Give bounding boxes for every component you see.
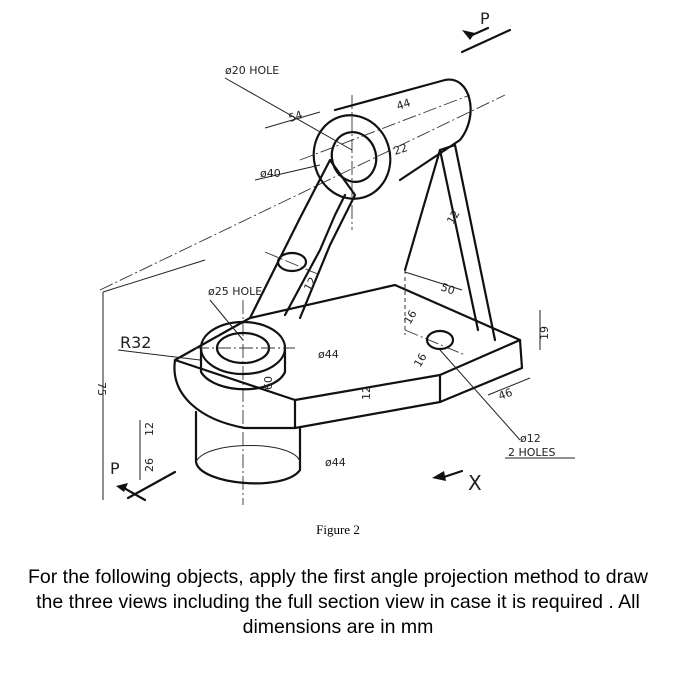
base-plate-front (293, 373, 442, 430)
label-p-top: P (480, 9, 490, 28)
lower-boss-bottom (195, 445, 301, 463)
label-75: 75 (95, 382, 108, 396)
label-50: 50 (439, 281, 457, 298)
base-rounded-end (173, 358, 297, 430)
label-16b: 16 (411, 351, 429, 370)
top-cylinder-face (312, 114, 392, 200)
label-r32: R32 (120, 333, 151, 352)
p-bottom-arrow-shaft (122, 486, 147, 502)
upper-boss-side (199, 346, 287, 391)
instructions-text: For the following objects, apply the fir… (27, 566, 648, 638)
figure-caption: Figure 2 (316, 522, 360, 537)
isometric-drawing: P P X ø20 HOLE ø40 54 44 22 12 12 ø25 HO… (95, 9, 575, 505)
inclined-web-face (283, 193, 347, 317)
label-16a: 16 (401, 308, 419, 327)
centerline-long (99, 94, 506, 291)
centerline-right-hole (404, 329, 466, 356)
label-12-web: 12 (301, 275, 319, 294)
label-dia12: ø12 (520, 432, 541, 445)
top-cylinder-hole (330, 131, 378, 183)
lower-boss-body (194, 410, 302, 485)
x-arrow-shaft (442, 469, 464, 479)
label-12-base: 12 (360, 386, 373, 400)
label-dia44-mid: ø44 (318, 348, 339, 361)
dim-line-12dia (439, 349, 521, 441)
p-top-arrow-shaft (468, 26, 490, 38)
dim-line-50 (404, 271, 463, 291)
base-right-hole (425, 329, 455, 351)
dim-line-hole20 (224, 77, 353, 151)
p-bottom-arrow (116, 483, 128, 492)
dim-line-40 (254, 164, 321, 181)
dim-line-hole25 (209, 299, 244, 341)
vertical-rib-face (438, 148, 480, 332)
dim-line-r32 (117, 349, 201, 361)
x-arrow (432, 471, 446, 481)
label-26: 26 (143, 458, 156, 472)
label-54: 54 (287, 108, 304, 125)
label-19: 19 (538, 326, 551, 340)
label-46: 46 (497, 386, 515, 403)
centerline-small-hole (264, 251, 321, 276)
top-cylinder-body (333, 78, 472, 182)
web-small-hole (276, 251, 308, 273)
label-dia44-bot: ø44 (325, 456, 346, 469)
label-44-top: 44 (395, 96, 412, 113)
dim-line-left-top (102, 259, 206, 293)
base-plate-right-face (438, 338, 524, 404)
label-12-rib: 12 (444, 208, 462, 227)
vertical-rib (403, 143, 497, 342)
base-plate-top (173, 283, 522, 402)
label-hole25: ø25 HOLE (208, 285, 262, 298)
label-p-bottom: P (110, 459, 120, 478)
dim-line-46 (487, 377, 531, 396)
label-60: 60 (262, 376, 275, 390)
label-12-boss: 12 (143, 422, 156, 436)
centerline-top-boss (299, 94, 471, 161)
dim-line-54 (264, 111, 321, 129)
label-dia40: ø40 (260, 167, 281, 180)
p-top-arrow (462, 30, 475, 40)
p-top-line (460, 28, 512, 54)
inclined-web (248, 158, 357, 320)
label-hole20: ø20 HOLE (225, 64, 279, 77)
label-2-holes: 2 HOLES (508, 446, 556, 459)
label-x: X (468, 471, 482, 495)
label-22: 22 (392, 141, 409, 158)
